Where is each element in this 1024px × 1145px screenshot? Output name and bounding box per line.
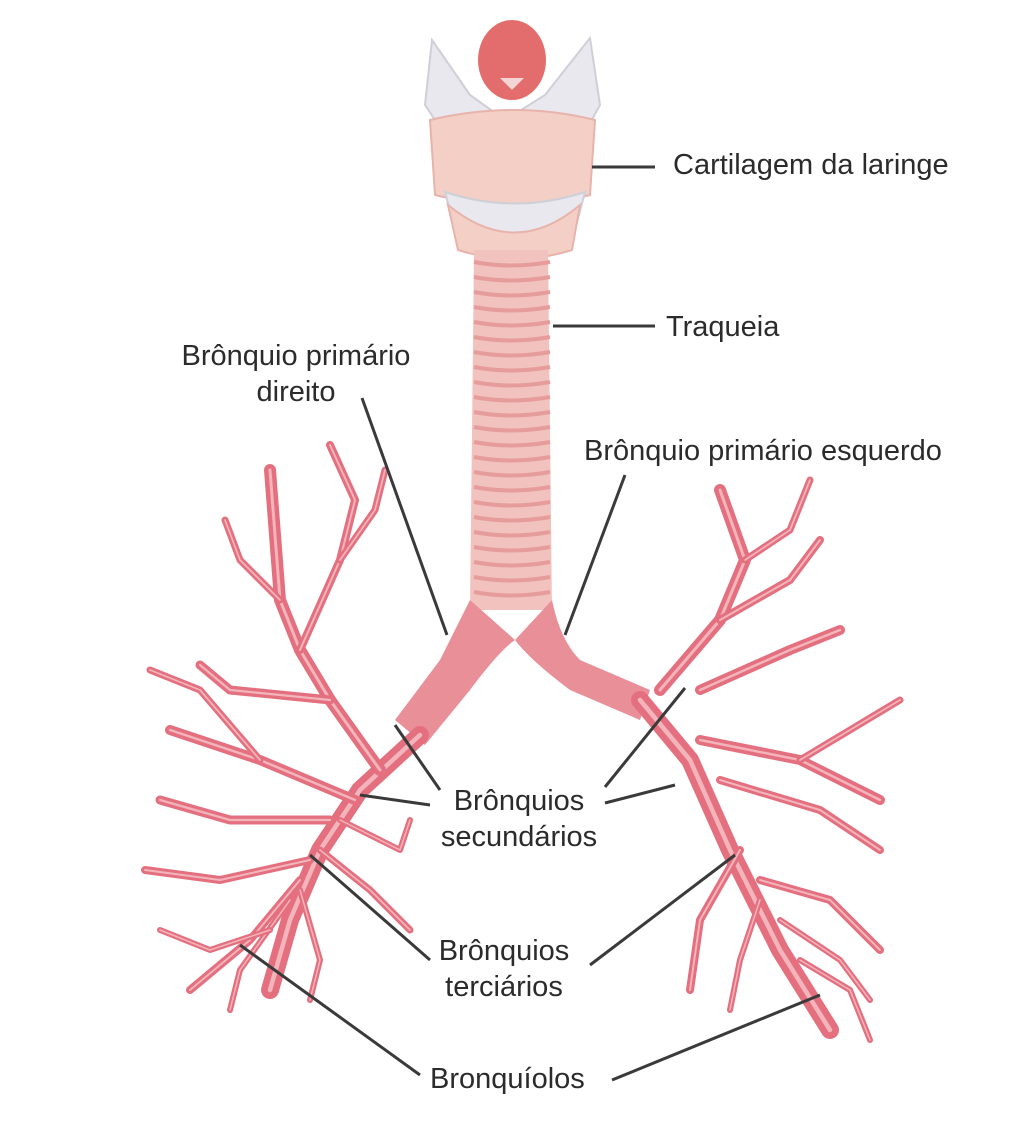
label-secondary-bronchi: Brônquios secundários xyxy=(424,783,614,855)
primary-bronchi xyxy=(395,600,650,745)
bronchus-branch-highlight xyxy=(229,899,291,1011)
bronchus-branch-highlight xyxy=(149,669,261,761)
bronchus-branch-highlight xyxy=(268,468,382,772)
left-primary-bronchus xyxy=(515,600,650,720)
right-primary-bronchus xyxy=(395,600,515,745)
trachea-ring xyxy=(473,560,551,568)
bronchus-branch-highlight xyxy=(729,899,761,1011)
trachea-ring xyxy=(473,530,551,538)
trachea-ring xyxy=(473,590,551,598)
label-secondary-line2: secundários xyxy=(440,821,598,853)
bronchus-branch xyxy=(141,856,314,884)
epiglottis-tip xyxy=(500,78,524,90)
trachea-ring xyxy=(473,500,551,508)
trachea-rings xyxy=(473,260,551,598)
trachea-ring xyxy=(473,275,551,283)
label-right-primary-bronchus: Brônquio primário direito xyxy=(168,338,424,410)
leader-line xyxy=(239,943,421,1077)
trachea xyxy=(470,250,552,610)
bronchus-branch-highlight xyxy=(658,488,747,692)
bronchus-branch xyxy=(316,846,414,934)
bronchus-branch-highlight xyxy=(759,879,881,951)
leader-line xyxy=(589,853,736,967)
trachea-ring xyxy=(473,485,551,493)
bronchus-branch-highlight xyxy=(144,859,311,881)
label-right-primary-line1: Brônquio primário xyxy=(181,340,411,372)
trachea-ring xyxy=(473,410,551,418)
trachea-ring xyxy=(473,455,551,463)
bronchus-branch xyxy=(297,887,323,1003)
label-trachea: Traqueia xyxy=(666,311,780,343)
label-larynx-cartilage: Cartilagem da laringe xyxy=(673,149,949,181)
trachea-ring xyxy=(473,395,551,403)
label-bronchioles: Bronquíolos xyxy=(430,1063,585,1095)
leader-line xyxy=(604,783,676,805)
trachea-ring xyxy=(473,335,551,343)
trachea-ring xyxy=(473,290,551,298)
bronchus-branch-highlight xyxy=(224,519,281,601)
bronchus-branch-highlight xyxy=(339,819,411,851)
bronchus-branch-highlight xyxy=(698,628,842,692)
bronchus-branch-highlight xyxy=(637,697,833,1033)
bronchial-branches xyxy=(141,441,904,1043)
bronchus-branch-highlight xyxy=(159,929,271,951)
trachea-ring xyxy=(473,470,551,478)
bronchus-branch-highlight xyxy=(779,919,871,1001)
label-secondary-line1: Brônquios xyxy=(453,785,585,817)
bronchus-branch-highlight xyxy=(719,779,881,851)
thyroid-cartilage xyxy=(428,109,597,206)
bronchus-branch-highlight xyxy=(799,699,901,761)
leader-line xyxy=(309,853,431,962)
label-left-primary-bronchus: Brônquio primário esquerdo xyxy=(584,435,942,467)
bronchus-branch xyxy=(741,476,814,564)
bronchus-branch xyxy=(727,897,763,1013)
bronchus-branch xyxy=(695,735,885,805)
bronchus-branch xyxy=(155,795,335,825)
trachea-ring xyxy=(473,575,551,583)
trachea-ring xyxy=(473,515,551,523)
trachea-ring xyxy=(473,350,551,358)
trachea-ring xyxy=(473,425,551,433)
label-tertiary-bronchi: Brônquios terciários xyxy=(424,933,584,1005)
epiglottis xyxy=(478,20,546,100)
label-tertiary-line2: terciários xyxy=(445,971,563,1003)
label-tertiary-line1: Brônquios xyxy=(438,935,570,967)
leader-lines xyxy=(239,165,821,1082)
leader-line xyxy=(359,793,431,807)
bronchus-branch-highlight xyxy=(189,879,301,991)
bronchus-branch-highlight xyxy=(799,959,871,1041)
trachea-ring xyxy=(473,320,551,328)
bronchus-branch-highlight xyxy=(299,444,356,651)
trachea-ring xyxy=(473,365,551,373)
bronchus-branch-highlight xyxy=(339,469,386,561)
leader-line xyxy=(603,687,687,788)
leader-line xyxy=(563,474,627,636)
bronchus-branch-highlight xyxy=(744,479,811,561)
leader-line xyxy=(360,397,449,636)
larynx-cartilage xyxy=(423,20,602,260)
leader-line xyxy=(611,993,821,1082)
trachea-ring xyxy=(473,305,551,313)
leader-line xyxy=(393,724,442,791)
bronchus-branch-highlight xyxy=(299,889,321,1001)
label-right-primary-line2: direito xyxy=(256,376,336,408)
trachea-ring xyxy=(473,440,551,448)
bronchus-branch-highlight xyxy=(719,539,821,621)
trachea-ring xyxy=(473,260,551,268)
bronchus-branch-highlight xyxy=(689,849,741,991)
trachea-ring xyxy=(473,380,551,388)
bronchus-branch-highlight xyxy=(198,663,332,702)
trachea-ring xyxy=(473,545,551,553)
bronchus-branch-highlight xyxy=(158,798,332,822)
bronchus-branch-highlight xyxy=(319,849,411,931)
